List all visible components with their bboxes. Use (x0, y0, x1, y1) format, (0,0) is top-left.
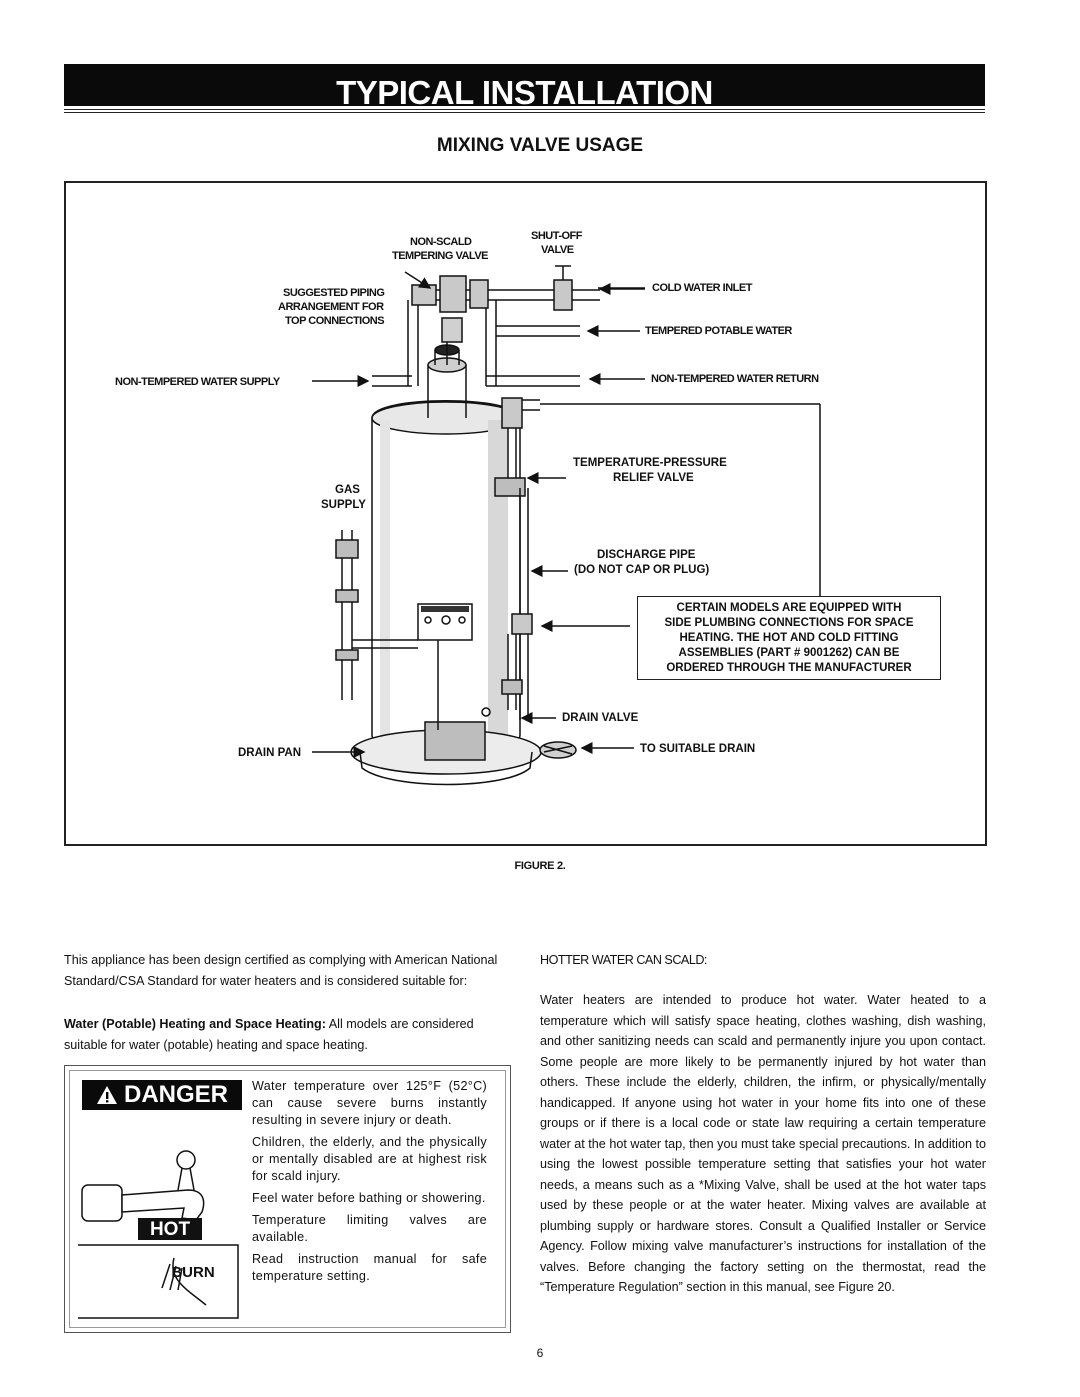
page-title: TYPICAL INSTALLATION (336, 74, 713, 111)
label-do-not-cap: (DO NOT CAP OR PLUG) (574, 564, 710, 576)
page-title-bar: TYPICAL INSTALLATION (64, 64, 985, 111)
danger-item: Read instruction manual for safe tempera… (252, 1252, 487, 1283)
label-supply: SUPPLY (321, 499, 366, 511)
label-drain-valve: DRAIN VALVE (562, 712, 639, 724)
page-number: 6 (536, 1346, 544, 1360)
tempering-valve (439, 275, 467, 313)
faucet-scald-icon: HOT BURN (78, 1150, 239, 1319)
label-tempering-valve: TEMPERING VALVE (392, 250, 489, 262)
scald-body: Water heaters are intended to produce ho… (540, 993, 986, 1294)
danger-item: Children, the elderly, and the physicall… (252, 1135, 487, 1183)
danger-heading-text: DANGER (123, 1081, 228, 1108)
label-to-suitable-drain: TO SUITABLE DRAIN (640, 743, 756, 755)
burn-text: BURN (171, 1264, 214, 1281)
hot-text: HOT (150, 1219, 191, 1240)
title-rule-2 (64, 112, 985, 113)
notice-line: ASSEMBLIES (PART # 9001262) CAN BE (678, 647, 900, 659)
label-cold-water-inlet: COLD WATER INLET (652, 282, 752, 294)
label-valve: VALVE (541, 244, 574, 256)
side-plumbing-notice: CERTAIN MODELS ARE EQUIPPED WITH SIDE PL… (637, 596, 941, 680)
usage-heading: Water (Potable) Heating and Space Heatin… (64, 1017, 326, 1031)
label-non-tempered-return: NON-TEMPERED WATER RETURN (651, 373, 819, 385)
label-discharge: DISCHARGE PIPE (597, 549, 696, 561)
notice-line: ORDERED THROUGH THE MANUFACTURER (666, 662, 912, 674)
usage-paragraph: Water (Potable) Heating and Space Heatin… (64, 1014, 509, 1055)
supply-pipe (372, 375, 412, 387)
certification-text: This appliance has been design certified… (64, 953, 498, 988)
danger-item: Temperature limiting valves are availabl… (252, 1213, 487, 1244)
scald-heading: HOTTER WATER CAN SCALD: (540, 953, 707, 967)
warning-triangle-icon (96, 1086, 117, 1104)
figure-caption: FIGURE 2. (514, 860, 566, 872)
label-tp-2: RELIEF VALVE (613, 472, 694, 484)
usage-text: All models are considered suitable for w… (64, 1017, 474, 1052)
danger-label (64, 1065, 511, 1333)
label-arrangement: ARRANGEMENT FOR (278, 301, 384, 313)
label-shut-off: SHUT-OFF (531, 230, 583, 242)
water-heater-diagram (312, 265, 821, 786)
label-tempered-potable: TEMPERED POTABLE WATER (645, 325, 792, 337)
label-tp-1: TEMPERATURE-PRESSURE (573, 457, 727, 469)
notice-line: CERTAIN MODELS ARE EQUIPPED WITH (676, 602, 902, 614)
label-drain-pan: DRAIN PAN (238, 747, 302, 759)
danger-item: Water temperature over 125°F (52°C) can … (252, 1079, 487, 1127)
danger-item: Feel water before bathing or showering. (252, 1191, 486, 1205)
shut-off-valve (553, 279, 573, 311)
label-non-tempered-supply: NON-TEMPERED WATER SUPPLY (115, 376, 280, 388)
label-suggested-piping: SUGGESTED PIPING (283, 287, 385, 299)
label-top-connections: TOP CONNECTIONS (285, 315, 385, 327)
gas-pipe (341, 530, 418, 700)
section-subtitle: MIXING VALVE USAGE (436, 135, 644, 156)
danger-message: Water temperature over 125°F (52°C) can … (252, 1078, 487, 1290)
notice-line: SIDE PLUMBING CONNECTIONS FOR SPACE (664, 617, 914, 629)
label-non-scald: NON-SCALD (410, 236, 472, 248)
label-gas: GAS (335, 484, 360, 496)
figure-frame (64, 181, 987, 846)
title-rule (64, 109, 985, 110)
relief-valve (494, 477, 526, 497)
certification-paragraph: This appliance has been design certified… (64, 950, 509, 991)
notice-line: HEATING. THE HOT AND COLD FITTING (679, 632, 899, 644)
danger-heading: DANGER (82, 1080, 242, 1110)
